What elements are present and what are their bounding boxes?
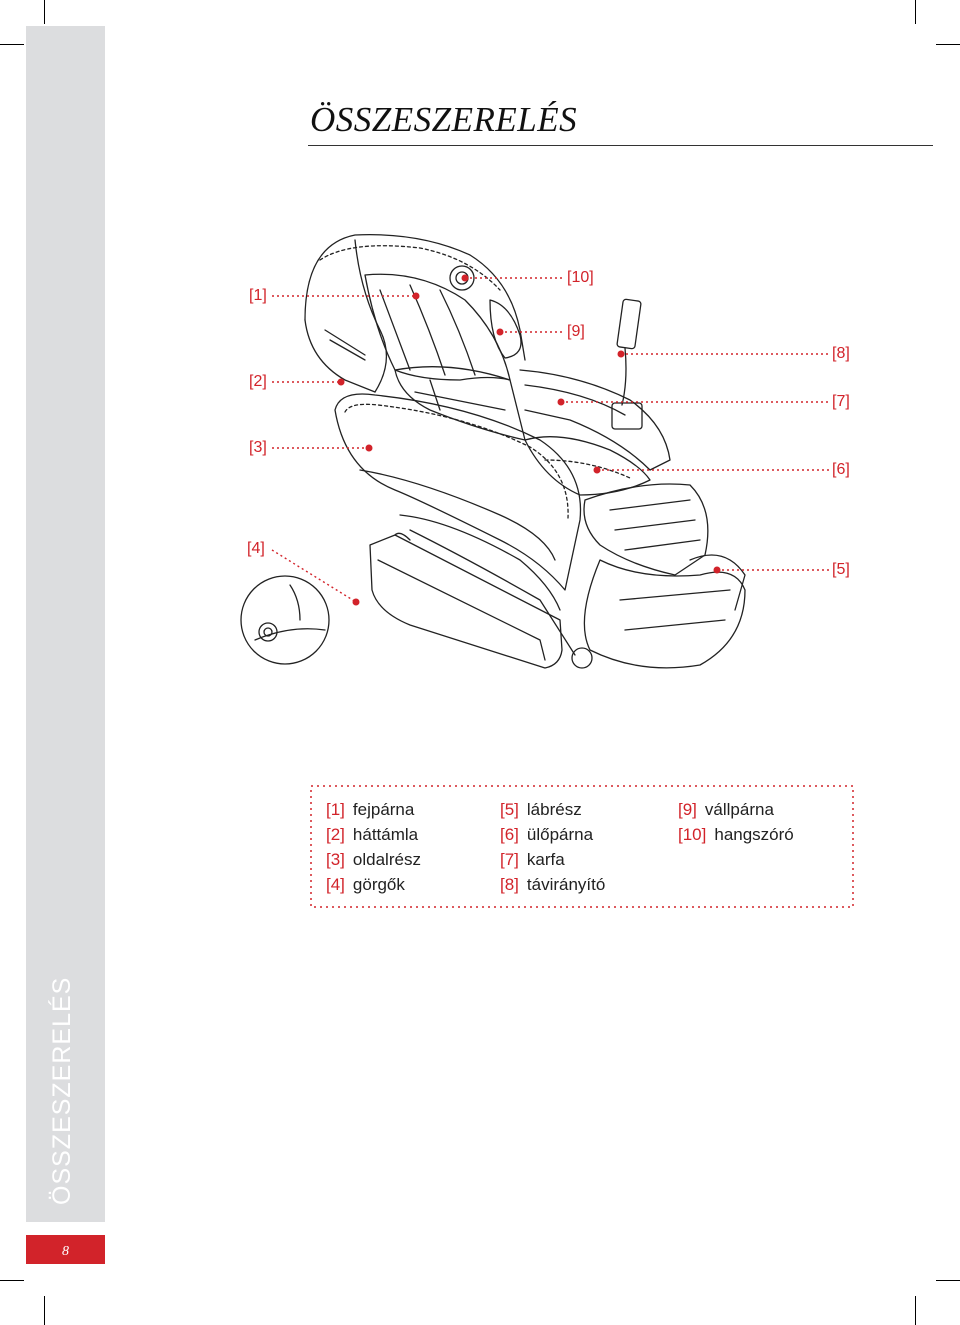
armrest <box>519 369 671 471</box>
marker-4 <box>352 598 360 606</box>
callout-7: [7] <box>832 393 850 410</box>
marker-5 <box>713 566 721 574</box>
title-rule <box>308 145 933 146</box>
legend-item: [2] háttámla <box>326 825 418 845</box>
legend-item: [8] távirányító <box>500 875 605 895</box>
legend-item: [9] vállpárna <box>678 800 774 820</box>
legend-item: [10] hangszóró <box>678 825 794 845</box>
legend-num: [7] <box>500 850 519 869</box>
crop-mark <box>44 0 45 24</box>
legend-item: [5] lábrész <box>500 800 582 820</box>
chair-base <box>369 534 563 669</box>
page-number-box: 8 <box>26 1235 105 1264</box>
legend-text: fejpárna <box>352 800 415 819</box>
callout-9: [9] <box>567 323 585 340</box>
legend-num: [4] <box>326 875 345 894</box>
legend-num: [1] <box>326 800 345 819</box>
headrest <box>304 234 526 361</box>
legend-text: lábrész <box>526 800 582 819</box>
legend-text: hangszóró <box>714 825 794 844</box>
marker-10 <box>461 274 469 282</box>
marker-8 <box>617 350 625 358</box>
crop-mark <box>915 0 916 24</box>
legend-text: távirányító <box>526 875 606 894</box>
callout-2: [2] <box>249 373 267 390</box>
callout-10: [10] <box>567 269 594 286</box>
callout-6: [6] <box>832 461 850 478</box>
legend-text: háttámla <box>352 825 419 844</box>
callout-5: [5] <box>832 561 850 578</box>
legend-box: [1] fejpárna [2] háttámla [3] oldalrész [4]… <box>310 785 854 908</box>
crop-mark <box>915 1296 916 1325</box>
marker-3 <box>365 444 373 452</box>
legend-item: [1] fejpárna <box>326 800 414 820</box>
crop-mark <box>936 1280 960 1281</box>
legend-num: [2] <box>326 825 345 844</box>
marker-6 <box>593 466 601 474</box>
marker-2 <box>337 378 345 386</box>
marker-1 <box>412 292 420 300</box>
callout-4: [4] <box>247 540 265 557</box>
legend-text: ülőpárna <box>526 825 594 844</box>
crop-mark <box>936 44 960 45</box>
legend-num: [6] <box>500 825 519 844</box>
wheel-inset <box>240 575 330 665</box>
crop-mark <box>44 1296 45 1325</box>
legend-num: [10] <box>678 825 707 844</box>
legend-num: [5] <box>500 800 519 819</box>
side-panel <box>334 393 582 591</box>
legend-num: [9] <box>678 800 697 819</box>
side-title: ÖSSZESZERELÉS <box>48 976 76 1205</box>
callout-1: [1] <box>249 287 267 304</box>
marker-7 <box>557 398 565 406</box>
legend-num: [3] <box>326 850 345 869</box>
marker-9 <box>496 328 504 336</box>
legend-text: oldalrész <box>352 850 421 869</box>
foot-rest <box>689 554 746 611</box>
legend-border <box>310 785 854 908</box>
rear-wheel <box>571 647 593 669</box>
legend-item: [7] karfa <box>500 850 565 870</box>
speaker <box>449 265 475 291</box>
backrest <box>364 273 511 381</box>
callout-3: [3] <box>249 439 267 456</box>
shoulder-cushion <box>489 299 522 359</box>
legend-text: vállpárna <box>704 800 774 819</box>
legend-item: [3] oldalrész <box>326 850 421 870</box>
page-number: 8 <box>62 1244 69 1259</box>
massage-chair-diagram <box>240 234 830 669</box>
legend-text: karfa <box>526 850 565 869</box>
sidebar <box>26 26 105 1222</box>
remote <box>616 298 642 350</box>
page-title: ÖSSZESZERELÉS <box>310 100 578 139</box>
seat-cushion <box>524 436 651 496</box>
legend-text: görgők <box>352 875 405 894</box>
leader-4 <box>271 549 357 603</box>
callout-8: [8] <box>832 345 850 362</box>
legend-item: [4] görgők <box>326 875 405 895</box>
crop-mark <box>0 1280 24 1281</box>
legend-item: [6] ülőpárna <box>500 825 593 845</box>
crop-mark <box>0 44 24 45</box>
legend-num: [8] <box>500 875 519 894</box>
